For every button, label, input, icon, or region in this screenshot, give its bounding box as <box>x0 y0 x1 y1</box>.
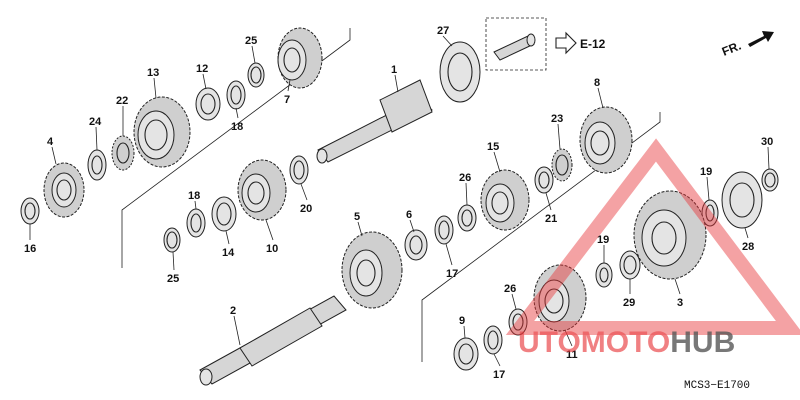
front-direction-label: FR. <box>720 39 743 59</box>
part-29-needle-bearing <box>619 250 641 280</box>
callout-15: 15 <box>487 141 499 153</box>
reference-shaft-sketch <box>493 33 536 61</box>
callout-2: 2 <box>230 305 236 317</box>
part-13-gear <box>133 96 191 168</box>
part-25a-circlip <box>247 62 265 88</box>
callout-16: 16 <box>24 243 36 255</box>
callout-23: 23 <box>551 113 563 125</box>
callout-26a: 26 <box>459 172 471 184</box>
callout-7: 7 <box>284 94 290 106</box>
callout-17a: 17 <box>446 268 458 280</box>
part-15-gear <box>480 169 530 231</box>
part-28-bearing <box>721 171 763 229</box>
part-5-gear <box>341 231 403 309</box>
watermark-text-hub: HUB <box>670 326 735 359</box>
watermark-text-moto: MOTO <box>581 326 670 359</box>
callout-10: 10 <box>266 243 278 255</box>
watermark-triangle-icon <box>505 138 800 335</box>
callout-26b: 26 <box>504 283 516 295</box>
part-11-gear <box>533 264 587 332</box>
part-14-bushing <box>211 196 237 232</box>
reference-label: E-12 <box>580 37 606 51</box>
callout-22: 22 <box>116 95 128 107</box>
callout-5: 5 <box>354 211 360 223</box>
callout-3: 3 <box>677 297 683 309</box>
part-17a-washer <box>434 215 454 245</box>
callout-11: 11 <box>566 349 578 361</box>
part-22-lockwasher <box>111 135 135 171</box>
callout-9: 9 <box>459 315 465 327</box>
callouts: 4 24 22 13 12 18 25 7 16 18 14 10 20 25 … <box>24 25 773 381</box>
part-23-lockwasher <box>551 148 573 182</box>
part-27-bearing <box>439 41 481 103</box>
part-12-bearing <box>195 87 221 121</box>
part-18b-washer <box>186 208 206 238</box>
part-24-washer <box>87 149 107 181</box>
callout-24: 24 <box>89 116 102 128</box>
part-10-gear <box>237 159 287 221</box>
part-21-washer <box>534 166 554 194</box>
part-7-gear <box>277 27 323 89</box>
front-direction-arrow-icon <box>748 31 774 47</box>
callout-13: 13 <box>147 67 159 79</box>
callout-17b: 17 <box>493 369 505 381</box>
callout-18a: 18 <box>231 121 243 133</box>
callout-29: 29 <box>623 297 635 309</box>
callout-27: 27 <box>437 25 449 37</box>
callout-28: 28 <box>742 241 754 253</box>
callout-19a: 19 <box>700 166 712 178</box>
callout-4: 4 <box>47 136 54 148</box>
part-2-mainshaft <box>199 295 347 386</box>
part-4-gear <box>43 162 85 218</box>
part-3-gear <box>633 190 707 280</box>
part-30-circlip <box>761 168 779 192</box>
group-frame-upper <box>121 28 351 268</box>
watermark-logo: UTOMOTOHUB <box>505 138 800 359</box>
callout-8: 8 <box>594 77 600 89</box>
part-8-gear <box>579 106 633 174</box>
reference-inset-box <box>485 17 547 71</box>
part-26b-washer <box>508 308 528 336</box>
part-1-countershaft <box>316 79 433 164</box>
callout-20: 20 <box>300 203 312 215</box>
part-16-washer <box>20 197 40 225</box>
reference-arrow-icon <box>555 31 577 55</box>
callout-12: 12 <box>196 63 208 75</box>
diagram-code: MCS3−E1700 <box>684 380 750 392</box>
part-20-washer <box>289 155 309 185</box>
part-19b-washer <box>595 262 613 288</box>
part-19a-washer <box>701 199 719 227</box>
callout-25a: 25 <box>245 35 257 47</box>
group-frame-lower <box>421 112 661 362</box>
callout-21: 21 <box>545 213 557 225</box>
callout-6: 6 <box>406 209 412 221</box>
part-9-bearing <box>453 337 479 371</box>
callout-1: 1 <box>391 64 397 76</box>
part-6-bushing <box>404 229 428 261</box>
callout-14: 14 <box>222 247 235 259</box>
part-25b-circlip <box>163 227 181 253</box>
callout-25b: 25 <box>167 273 179 285</box>
callout-18b: 18 <box>188 190 200 202</box>
part-18a-washer <box>226 80 246 110</box>
watermark-text-uto: UTO <box>518 326 581 359</box>
svg-text:UTOMOTOHUB: UTOMOTOHUB <box>518 326 735 359</box>
leader-lines <box>29 35 770 367</box>
part-26a-washer <box>457 204 477 232</box>
callout-30: 30 <box>761 136 773 148</box>
part-17b-washer <box>483 325 503 355</box>
callout-19b: 19 <box>597 234 609 246</box>
